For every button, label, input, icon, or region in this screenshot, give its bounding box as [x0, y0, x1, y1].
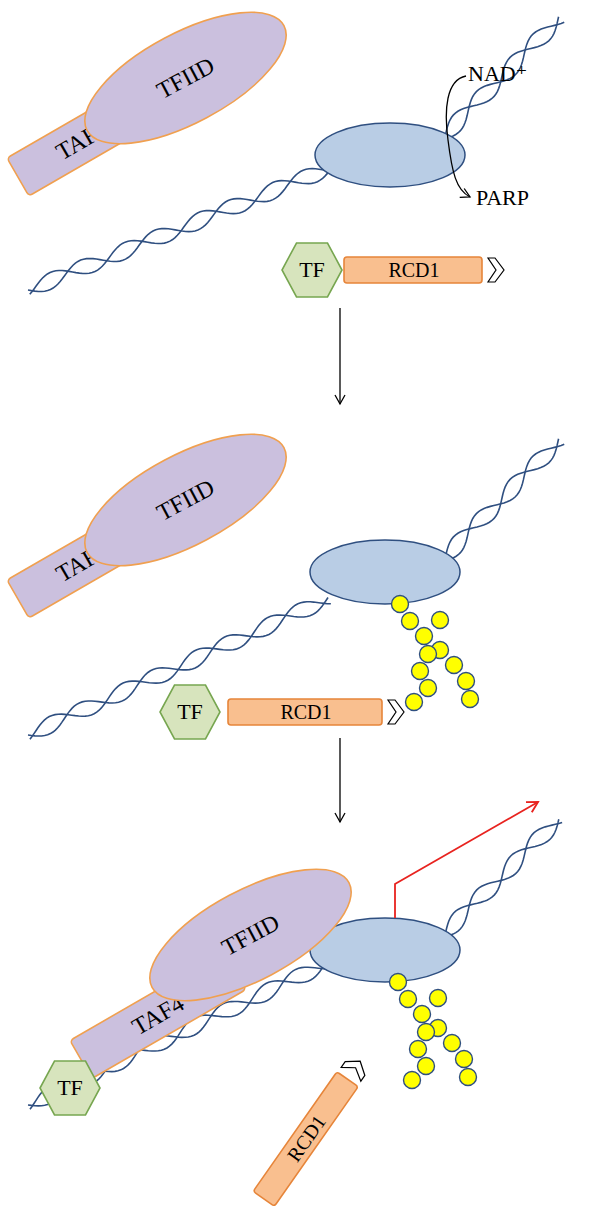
hexagon-shape [282, 243, 342, 297]
node-label: TF [299, 258, 325, 282]
par-chain [390, 596, 479, 1089]
hexagon-shape [40, 1061, 100, 1115]
chevron-tag [341, 1054, 370, 1081]
dna-strand [443, 17, 558, 144]
rect-shape [253, 1072, 358, 1206]
ellipse-shape [65, 408, 304, 592]
adp-ribose-unit [390, 974, 407, 991]
adp-ribose-unit [404, 1072, 421, 1089]
dna-helix [28, 17, 564, 1109]
rcd1-protein: RCD1 [227, 698, 405, 726]
chevron-tag [488, 258, 504, 282]
node-label: RCD1 [280, 701, 331, 723]
rcd1-protein: RCD1 [252, 1052, 372, 1206]
dna-strand [443, 439, 558, 566]
tf-hexagon: TF [159, 684, 221, 740]
molecule-label: NAD⁺ [468, 62, 527, 86]
parp-protein [315, 123, 465, 187]
adp-ribose-unit [410, 1041, 427, 1058]
ellipse-shape [65, 0, 304, 170]
node-label: RCD1 [388, 259, 439, 281]
molecule-label: PARP [476, 186, 529, 210]
hexagon-shape [160, 685, 220, 739]
tfiid-complex: TFIID [64, 0, 306, 171]
step-arrow [339, 738, 340, 822]
tfiid-complex: TFIID [129, 842, 371, 1029]
adp-ribose-unit [402, 613, 419, 630]
adp-ribose-unit [416, 628, 433, 645]
transcription-arrow [395, 802, 538, 918]
adp-ribose-unit [418, 1024, 435, 1041]
adp-ribose-unit [406, 694, 423, 711]
node-label: TF [177, 700, 203, 724]
parp-protein [310, 540, 460, 604]
adp-ribose-unit [456, 1051, 473, 1068]
adp-ribose-unit [392, 596, 409, 613]
tf-hexagon: TF [281, 242, 343, 298]
tfiid-complex: TFIID [64, 407, 306, 594]
step-arrow [339, 308, 340, 404]
reaction-arrow [446, 76, 470, 197]
adp-ribose-unit [400, 991, 417, 1008]
ellipse-shape [130, 843, 369, 1027]
adp-ribose-unit [460, 1069, 477, 1086]
dna-strand [443, 819, 558, 941]
dna-strand [440, 22, 564, 140]
rect-shape [228, 699, 382, 725]
adp-ribose-unit [418, 1058, 435, 1075]
adp-ribose-unit [446, 657, 463, 674]
adp-ribose-unit [432, 612, 449, 629]
tf-hexagon: TF [39, 1060, 101, 1116]
rect-shape [344, 257, 482, 283]
adp-ribose-unit [430, 990, 447, 1007]
node-label: TF [57, 1076, 83, 1100]
adp-ribose-unit [420, 680, 437, 697]
adp-ribose-unit [458, 673, 475, 690]
dna-strand [440, 444, 564, 562]
adp-ribose-unit [444, 1035, 461, 1052]
adp-ribose-unit [414, 1006, 431, 1023]
adp-ribose-unit [462, 691, 479, 708]
adp-ribose-unit [420, 646, 437, 663]
chevron-tag [388, 700, 404, 724]
rcd1-protein: RCD1 [343, 256, 505, 284]
adp-ribose-unit [412, 663, 429, 680]
